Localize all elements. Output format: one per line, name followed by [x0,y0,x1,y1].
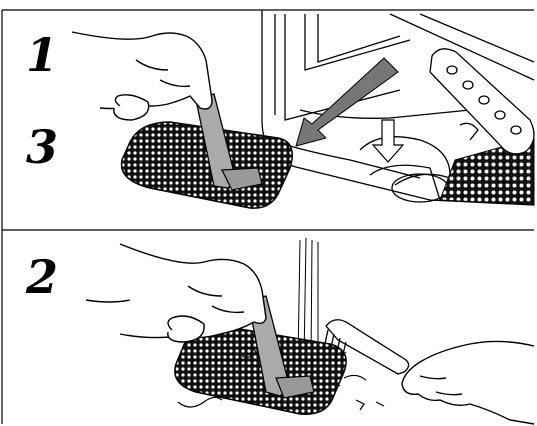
down-arrow-icon [373,120,403,162]
spray-arm-icon [430,49,534,154]
hand-holding-brush-icon [402,341,534,424]
hand-icon [72,32,212,120]
step-number-1: 1 [26,32,58,78]
step-number-2: 2 [26,254,58,300]
hand-icon [86,244,266,342]
step-number-3: 3 [26,124,58,170]
